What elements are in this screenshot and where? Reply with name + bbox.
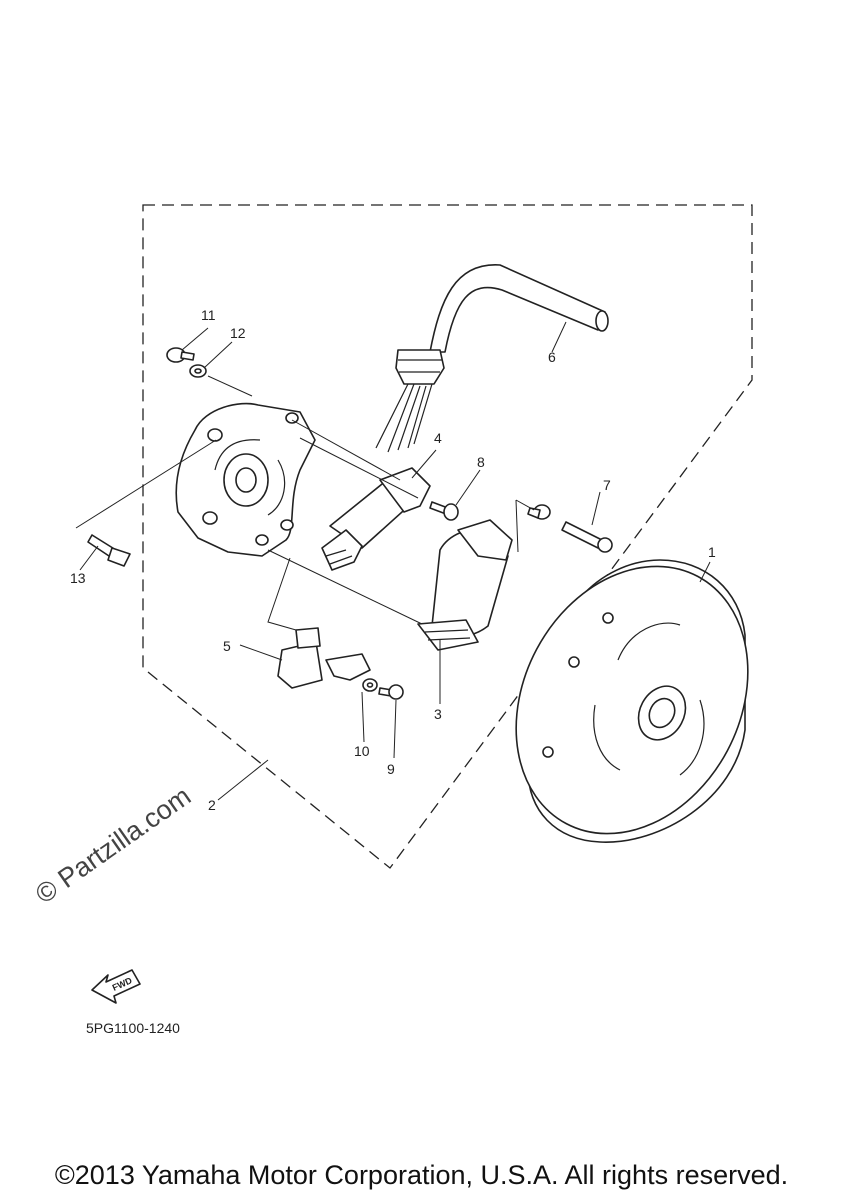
- callout-6: 6: [548, 349, 556, 365]
- fasteners: [87, 347, 613, 700]
- callout-4: 4: [434, 430, 442, 446]
- wire-harness: [375, 264, 609, 453]
- fwd-arrow-icon: FWD: [91, 969, 141, 1004]
- callout-5: 5: [223, 638, 231, 654]
- diagram-code: 5PG1100-1240: [86, 1020, 180, 1036]
- callout-13: 13: [70, 570, 86, 586]
- callout-10: 10: [354, 743, 370, 759]
- pulser-coil-5: [277, 627, 371, 689]
- charge-coil-4: [321, 467, 431, 571]
- stator-base-plate: [175, 402, 316, 557]
- callout-12: 12: [230, 325, 246, 341]
- copyright-notice: ©2013 Yamaha Motor Corporation, U.S.A. A…: [54, 1160, 789, 1190]
- callout-9: 9: [387, 761, 395, 777]
- callout-11: 11: [201, 307, 216, 323]
- flywheel-rotor: [515, 559, 749, 843]
- callout-8: 8: [477, 454, 485, 470]
- callout-7: 7: [603, 477, 611, 493]
- callout-2: 2: [208, 797, 216, 813]
- source-coil-3: [417, 519, 513, 651]
- callout-3: 3: [434, 706, 442, 722]
- callout-1: 1: [708, 544, 716, 560]
- leader-lines: [75, 321, 711, 801]
